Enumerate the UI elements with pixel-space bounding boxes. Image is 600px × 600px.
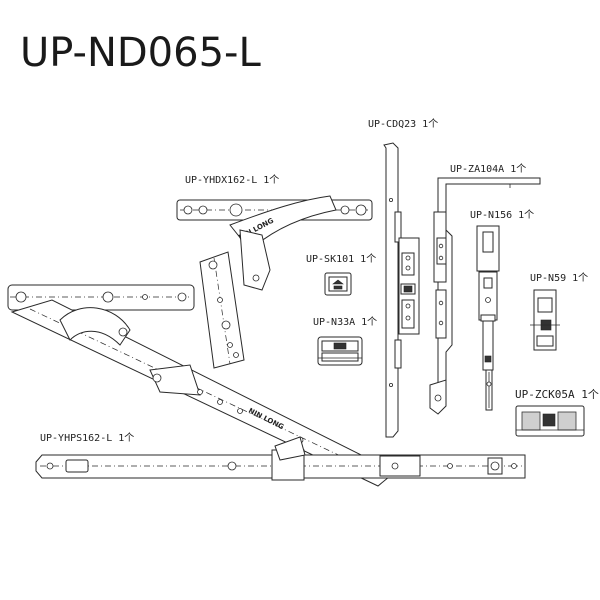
label-up-zck05a: UP-ZCK05A 1个 (515, 388, 599, 401)
label-up-sk101: UP-SK101 1个 (306, 253, 376, 265)
label-up-za104a: UP-ZA104A 1个 (450, 163, 526, 175)
label-up-n59: UP-N59 1个 (530, 272, 588, 284)
part-up-n33a (317, 336, 363, 366)
part-up-za104a (429, 177, 541, 415)
label-up-n156: UP-N156 1个 (470, 209, 534, 221)
part-up-n156 (476, 225, 500, 411)
part-up-zck05a (515, 405, 585, 437)
label-up-yhps162-l: UP-YHPS162-L 1个 (40, 432, 134, 444)
label-up-cdq23: UP-CDQ23 1个 (368, 118, 438, 130)
part-up-cdq23 (383, 142, 420, 438)
part-up-n59 (530, 289, 560, 351)
part-up-yhdx162-l: NIN LONG (176, 195, 373, 369)
part-up-yhps162-l (35, 436, 526, 481)
label-up-n33a: UP-N33A 1个 (313, 316, 377, 328)
label-up-yhdx162-l: UP-YHDX162-L 1个 (185, 174, 279, 186)
page-title: UP-ND065-L (20, 30, 261, 76)
part-up-sk101 (324, 272, 352, 296)
